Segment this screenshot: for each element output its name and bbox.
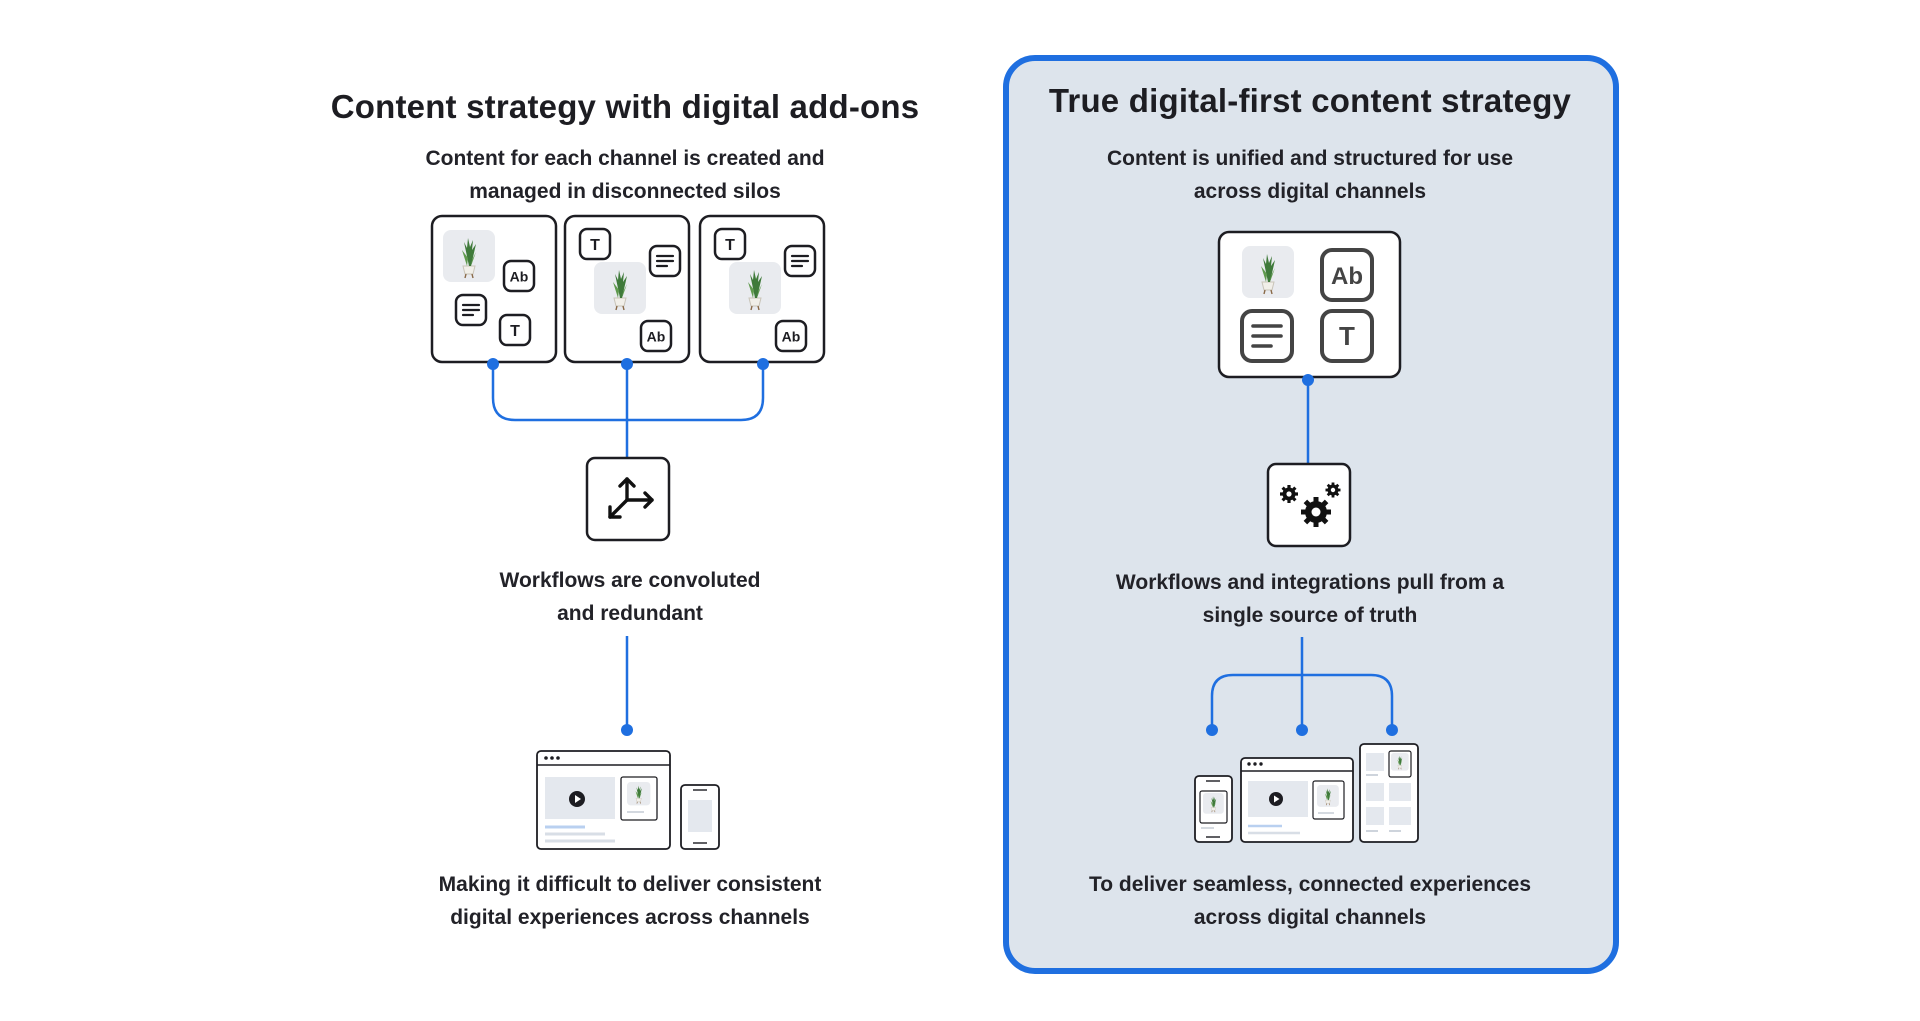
browser-mockup xyxy=(1240,757,1354,843)
plant-image xyxy=(1241,245,1295,299)
phone-mockup xyxy=(1194,775,1233,843)
left-subtitle-line-1: Content for each channel is created and xyxy=(425,147,825,170)
right-subtitle: Content is unified and structured for us… xyxy=(1060,142,1560,208)
plant-image xyxy=(1390,752,1409,771)
right-subtitle-line-2: across digital channels xyxy=(1193,180,1427,203)
left-outcome-text: Making it difficult to deliver consisten… xyxy=(400,868,860,934)
connector-dot xyxy=(1386,724,1398,736)
plant-image xyxy=(593,261,647,315)
left-subtitle-line-2: managed in disconnected silos xyxy=(469,180,781,203)
right-outcome-text: To deliver seamless, connected experienc… xyxy=(1060,868,1560,934)
left-outcome-line-1: Making it difficult to deliver consisten… xyxy=(438,873,822,896)
left-subtitle: Content for each channel is created and … xyxy=(380,142,870,208)
paragraph-icon xyxy=(1240,309,1294,363)
right-devices xyxy=(1194,743,1419,843)
browser-mockup xyxy=(536,750,671,850)
unified-content-box: Ab T xyxy=(1217,230,1402,379)
connector-dot xyxy=(1296,724,1308,736)
tablet-mockup xyxy=(1359,743,1419,843)
silo-box-3 xyxy=(698,214,826,364)
left-workflow-line-1: Workflows are convoluted xyxy=(499,569,761,592)
workflow-gears-box xyxy=(1266,462,1352,548)
ab-icon: Ab xyxy=(1320,248,1374,302)
right-connector-lines xyxy=(1210,380,1394,728)
connector-dot xyxy=(1302,374,1314,386)
right-workflow-line-2: single source of truth xyxy=(1202,604,1418,627)
branch-arrows-icon xyxy=(608,477,654,519)
workflow-arrows-box xyxy=(585,456,671,542)
t-icon: T xyxy=(1320,309,1374,363)
left-workflow-text: Workflows are convoluted and redundant xyxy=(440,564,820,630)
gears-icon xyxy=(1280,482,1341,527)
plant-image xyxy=(442,229,496,283)
plant-image xyxy=(728,261,782,315)
connector-dot xyxy=(487,358,499,370)
right-workflow-text: Workflows and integrations pull from a s… xyxy=(1060,566,1560,632)
left-title: Content strategy with digital add-ons xyxy=(330,88,920,125)
left-workflow-line-2: and redundant xyxy=(557,602,703,625)
connector-dot xyxy=(757,358,769,370)
right-outcome-line-1: To deliver seamless, connected experienc… xyxy=(1089,873,1531,896)
left-outcome-line-2: digital experiences across channels xyxy=(450,906,810,929)
svg-text:T: T xyxy=(1339,321,1355,351)
connector-dot xyxy=(621,358,633,370)
plant-image xyxy=(1202,792,1225,815)
right-outcome-line-2: across digital channels xyxy=(1193,906,1427,929)
svg-text:Ab: Ab xyxy=(1331,263,1363,290)
plant-image xyxy=(1316,784,1340,808)
plant-image xyxy=(626,781,651,806)
silo-box-2 xyxy=(563,214,691,364)
right-workflow-line-1: Workflows and integrations pull from a xyxy=(1115,571,1505,594)
connector-dot xyxy=(1206,724,1218,736)
phone-mockup xyxy=(680,784,720,850)
left-connector-lines xyxy=(491,364,765,728)
right-title: True digital-first content strategy xyxy=(1048,82,1572,119)
left-devices xyxy=(536,750,720,850)
silo-box-1 xyxy=(430,214,558,364)
connector-dot xyxy=(621,724,633,736)
right-subtitle-line-1: Content is unified and structured for us… xyxy=(1106,147,1514,170)
